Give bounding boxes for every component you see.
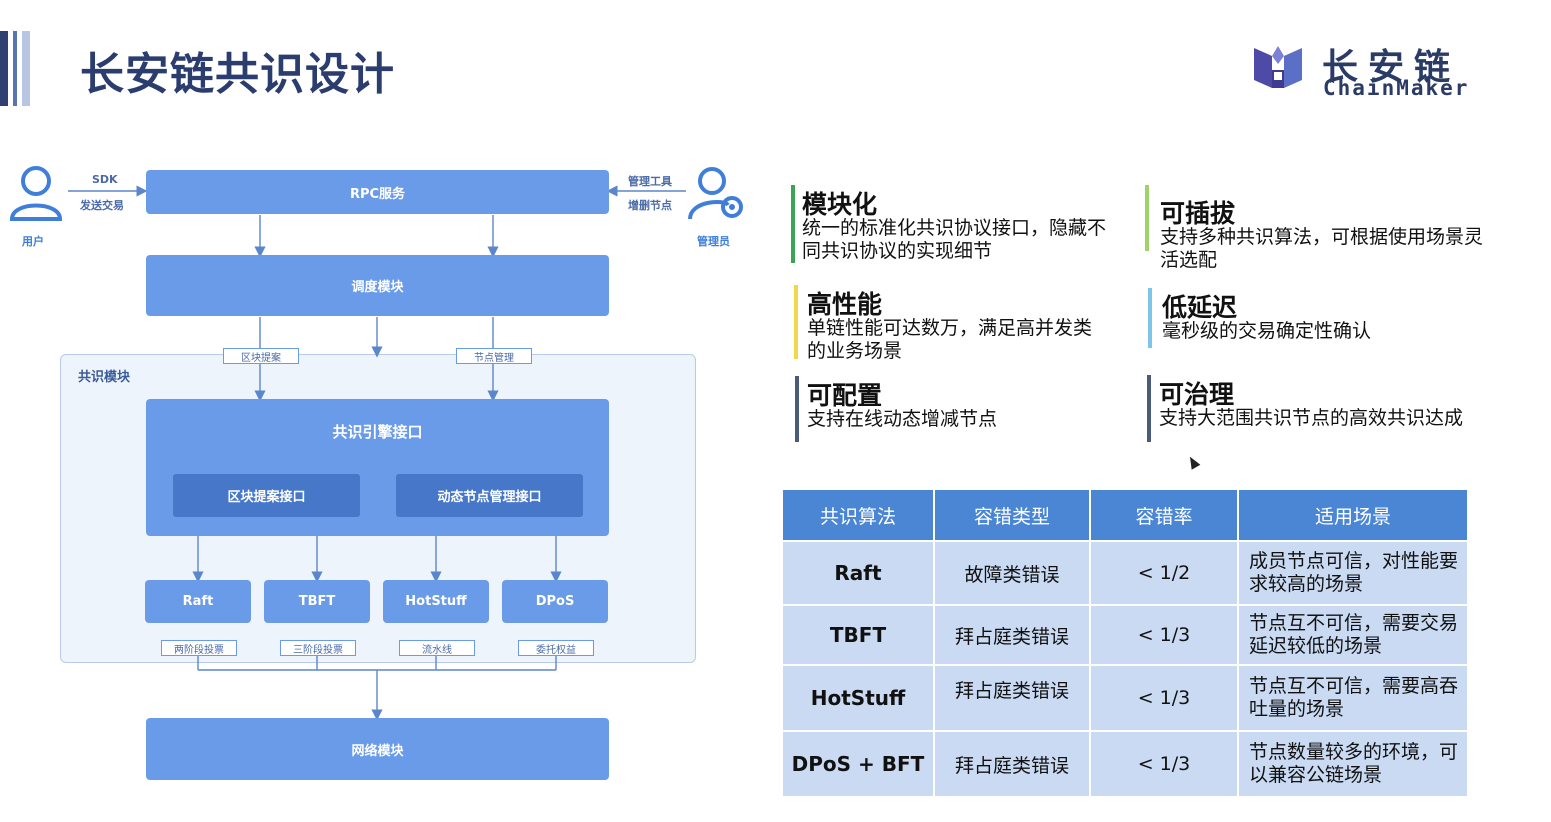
feature-desc: 支持在线动态增减节点 [807,408,998,430]
feature-desc: 单链性能可达数万，满足高并发类的业务场景 [807,317,1093,362]
algorithm-tag-dpos: 委托权益 [518,640,594,656]
table-header-row: 共识算法 容错类型 容错率 适用场景 [783,490,1467,540]
table-cell-fault-type: 拜占庭类错误 [935,606,1089,664]
send-tx-label: 发送交易 [80,199,124,212]
feature-governable: 可治理 支持大范围共识节点的高效共识达成 [1147,375,1487,442]
feature-desc: 支持多种共识算法，可根据使用场景灵活选配 [1160,226,1484,271]
node-mgmt-tag: 节点管理 [456,348,532,364]
user-icon [9,166,63,221]
algorithm-tag-hotstuff: 流水线 [399,640,475,656]
logo-text-cn: 长安链 [1322,47,1461,88]
table-cell-scenario: 成员节点可信，对性能要求较高的场景 [1239,542,1467,604]
feature-desc: 支持大范围共识节点的高效共识达成 [1159,407,1464,429]
block-proposal-tag: 区块提案 [223,348,299,364]
consensus-module-label: 共识模块 [78,370,131,385]
feature-bar [795,376,799,442]
user-label: 用户 [22,235,44,248]
table-cell-fault-type: 拜占庭类错误 [935,666,1089,730]
feature-high-performance: 高性能 单链性能可达数万，满足高并发类的业务场景 [794,285,1094,362]
feature-pluggable: 可插拔 支持多种共识算法，可根据使用场景灵活选配 [1145,185,1485,271]
table-row: HotStuff 拜占庭类错误 < 1/3 节点互不可信，需要高吞吐量的场景 [783,666,1467,730]
table-cell-fault-rate: < 1/3 [1091,732,1237,796]
feature-bar [1145,185,1149,251]
title-accent-bar [22,31,30,106]
table-cell-algorithm: HotStuff [783,666,933,730]
table-header-cell: 共识算法 [783,490,933,540]
algorithm-tag-raft: 两阶段投票 [161,640,237,656]
feature-bar [794,285,798,359]
table-cell-fault-type: 故障类错误 [935,542,1089,604]
logo-text-en: ChainMaker [1323,76,1470,100]
feature-desc: 统一的标准化共识协议接口，隐藏不同共识协议的实现细节 [802,217,1107,262]
feature-bar [791,185,795,263]
table-cell-scenario: 节点互不可信，需要交易延迟较低的场景 [1239,606,1467,664]
add-del-node-label: 增删节点 [628,199,672,212]
title-accent-bar [13,31,17,106]
table-cell-scenario: 节点数量较多的环境，可以兼容公链场景 [1239,732,1467,796]
feature-title: 低延迟 [1162,293,1238,322]
table-cell-algorithm: DPoS + BFT [783,732,933,796]
table-cell-algorithm: Raft [783,542,933,604]
feature-title: 可插拔 [1160,199,1236,228]
table-cell-algorithm: TBFT [783,606,933,664]
table-cell-scenario: 节点互不可信，需要高吞吐量的场景 [1239,666,1467,730]
table-cell-fault-rate: < 1/3 [1091,606,1237,664]
feature-title: 可配置 [807,381,883,410]
mgmt-tool-label: 管理工具 [628,175,672,188]
schedule-module-box: 调度模块 [146,255,609,316]
rpc-service-box: RPC服务 [146,170,609,214]
feature-low-latency: 低延迟 毫秒级的交易确定性确认 [1148,288,1478,348]
feature-title: 可治理 [1159,380,1235,409]
algorithm-box-tbft: TBFT [264,580,370,623]
table-header-cell: 适用场景 [1239,490,1467,540]
table-header-cell: 容错率 [1091,490,1237,540]
feature-bar [1148,288,1152,348]
table-cell-fault-rate: < 1/3 [1091,666,1237,730]
admin-gear-icon [688,167,743,220]
feature-title: 高性能 [807,290,883,319]
table-cell-fault-rate: < 1/2 [1091,542,1237,604]
feature-desc: 毫秒级的交易确定性确认 [1162,320,1372,342]
block-proposal-interface-box: 区块提案接口 [173,474,360,517]
consensus-algorithm-table: 共识算法 容错类型 容错率 适用场景 Raft 故障类错误 < 1/2 成员节点… [781,488,1469,798]
table-row: Raft 故障类错误 < 1/2 成员节点可信，对性能要求较高的场景 [783,542,1467,604]
chainmaker-logo-icon [1254,46,1302,88]
dynamic-node-interface-box: 动态节点管理接口 [396,474,583,517]
page-title: 长安链共识设计 [80,49,395,100]
table-cell-fault-type: 拜占庭类错误 [935,732,1089,796]
algorithm-box-dpos: DPoS [502,580,608,623]
feature-bar [1147,375,1151,442]
table-row: TBFT 拜占庭类错误 < 1/3 节点互不可信，需要交易延迟较低的场景 [783,606,1467,664]
network-module-box: 网络模块 [146,718,609,780]
sdk-label: SDK [92,173,118,186]
engine-interface-label: 共识引擎接口 [332,423,423,441]
algorithm-tag-tbft: 三阶段投票 [280,640,356,656]
algorithm-box-raft: Raft [145,580,251,623]
feature-title: 模块化 [802,190,878,219]
algorithm-box-hotstuff: HotStuff [383,580,489,623]
feature-configurable: 可配置 支持在线动态增减节点 [795,376,1095,442]
title-accent-bar [0,31,8,106]
admin-label: 管理员 [697,235,730,248]
table-row: DPoS + BFT 拜占庭类错误 < 1/3 节点数量较多的环境，可以兼容公链… [783,732,1467,796]
table-header-cell: 容错类型 [935,490,1089,540]
feature-modular: 模块化 统一的标准化共识协议接口，隐藏不同共识协议的实现细节 [791,185,1121,263]
